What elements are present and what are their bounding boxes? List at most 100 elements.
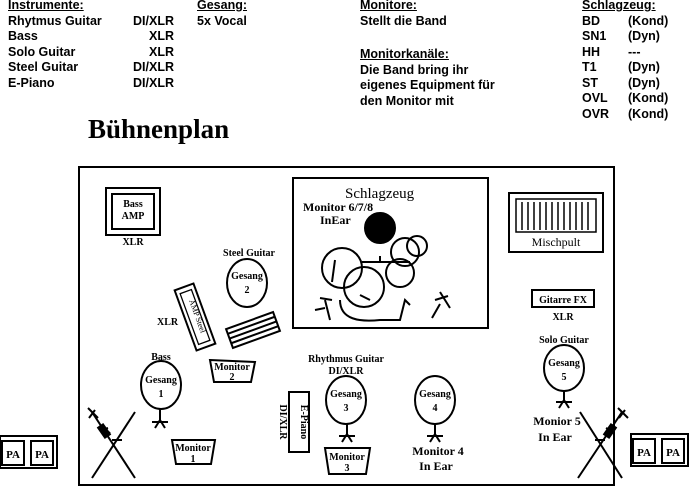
svg-text:3: 3 xyxy=(345,463,350,474)
gitarre-fx-label: Gitarre FX xyxy=(539,295,588,306)
schlagzeug-heading: Schlagzeug: xyxy=(582,0,656,12)
inst-value: XLR xyxy=(149,44,174,59)
monitor-3 xyxy=(323,447,372,475)
monitore-value: Stellt die Band xyxy=(360,13,447,28)
svg-text:2: 2 xyxy=(245,285,250,296)
svg-text:Gesang: Gesang xyxy=(330,389,362,400)
e-piano-label: E-Piano xyxy=(298,405,309,439)
inst-value: DI/XLR xyxy=(133,13,174,28)
bass-amp-label: AMP xyxy=(122,211,145,222)
page-title: Bühnenplan xyxy=(88,114,230,144)
drum-kit xyxy=(314,235,451,322)
svg-text:1: 1 xyxy=(191,454,196,465)
sz-value: (Dyn) xyxy=(628,60,660,74)
instrumente-heading: Instrumente: xyxy=(8,0,84,12)
svg-text:PA: PA xyxy=(35,449,49,461)
solo-label: Solo Guitar xyxy=(539,335,589,346)
drum-monitor-sub: InEar xyxy=(320,213,351,227)
monitorkanaele-line: eigenes Equipment für xyxy=(360,78,495,92)
monitor-5-sub: In Ear xyxy=(538,430,572,444)
sz-value: (Kond) xyxy=(628,91,669,105)
monitor-5-label: Monior 5 xyxy=(533,414,580,428)
svg-text:4: 4 xyxy=(433,403,438,414)
inst-name: Bass xyxy=(8,29,38,43)
gitarre-fx-conn: XLR xyxy=(552,312,574,323)
sz-row: T1 (Dyn) xyxy=(582,60,668,76)
mischpult xyxy=(508,192,604,253)
monitorkanaele-line: Die Band bring ihr xyxy=(360,62,469,77)
gitarre-fx xyxy=(531,289,595,308)
sz-value: --- xyxy=(628,44,641,59)
sz-value: (Dyn) xyxy=(628,29,660,43)
sz-row: BD (Kond) xyxy=(582,14,668,30)
right-mic-stands xyxy=(577,407,629,479)
inst-name: E-Piano xyxy=(8,75,55,90)
svg-text:5: 5 xyxy=(562,372,567,383)
inst-value: DI/XLR xyxy=(133,60,174,74)
svg-text:3: 3 xyxy=(344,403,349,414)
amp-steel: AMP Steel xyxy=(173,282,217,352)
monitorkanaele-heading: Monitorkanäle: xyxy=(360,47,449,61)
svg-text:PA: PA xyxy=(637,447,651,459)
gesang-2-mic xyxy=(226,258,268,308)
svg-text:Gesang: Gesang xyxy=(145,375,177,386)
bass-amp xyxy=(105,187,161,236)
sz-name: BD xyxy=(582,13,601,28)
mischpult-faders xyxy=(515,198,597,233)
sz-value: (Dyn) xyxy=(628,75,660,90)
monitor-1 xyxy=(170,439,217,465)
sz-name: ST xyxy=(582,75,598,90)
svg-text:Monitor: Monitor xyxy=(329,452,365,463)
svg-text:Monitor: Monitor xyxy=(175,443,211,454)
svg-text:Gesang: Gesang xyxy=(231,271,263,282)
inst-name: Steel Guitar xyxy=(8,60,79,74)
sz-row: OVR (Kond) xyxy=(582,107,668,123)
svg-text:1: 1 xyxy=(159,389,164,400)
drum-label: Schlagzeug xyxy=(345,186,415,202)
gesang-3-mic xyxy=(325,375,367,425)
sz-name: HH xyxy=(582,44,601,59)
svg-text:Monitor: Monitor xyxy=(214,362,250,373)
sz-name: T1 xyxy=(582,60,597,74)
monitor-4-sub: In Ear xyxy=(419,459,453,473)
drum-riser xyxy=(292,177,489,329)
e-piano-conn: DI/XLR xyxy=(277,404,288,440)
monitore-block: Monitore: Stellt die Band xyxy=(360,0,447,29)
rhythm-label: Rhythmus Guitar xyxy=(308,354,384,365)
monitor-2 xyxy=(208,358,257,383)
monitor-4-label: Monitor 4 xyxy=(412,444,463,458)
svg-text:Gesang: Gesang xyxy=(548,358,580,369)
sz-row: OVL (Kond) xyxy=(582,91,668,107)
inst-name: Solo Guitar xyxy=(8,44,76,59)
sz-row: SN1(Dyn) xyxy=(582,29,668,45)
inst-value: XLR xyxy=(149,29,174,43)
monitorkanaele-line: den Monitor mit xyxy=(360,93,454,108)
bass-amp-label: Bass xyxy=(123,199,143,210)
sz-name: OVR xyxy=(582,106,610,121)
pa-right: PA PA xyxy=(630,433,689,467)
left-mic-stands xyxy=(87,407,136,479)
inst-name: Rhytmus Guitar xyxy=(8,13,102,28)
stage-border xyxy=(78,166,615,486)
inst-row: Bass XLR xyxy=(8,29,174,45)
svg-text:Gesang: Gesang xyxy=(419,389,451,400)
sz-value: (Kond) xyxy=(628,13,669,28)
inst-row: Solo Guitar XLR xyxy=(8,45,174,61)
gesang-4-mic xyxy=(414,375,456,425)
gesang-value: 5x Vocal xyxy=(197,13,247,28)
schlagzeug-block: Schlagzeug: BD(Kond)SN1(Dyn)HH---T1(Dyn)… xyxy=(582,0,668,122)
svg-text:PA: PA xyxy=(666,447,680,459)
sz-row: HH --- xyxy=(582,45,668,61)
svg-text:PA: PA xyxy=(6,449,20,461)
steel-guitar-label: Steel Guitar xyxy=(223,248,275,259)
sz-value: (Kond) xyxy=(628,106,669,121)
drum-monitor-label: Monitor 6/7/8 xyxy=(303,200,373,214)
sz-row: ST (Dyn) xyxy=(582,76,668,92)
sz-name: OVL xyxy=(582,91,608,105)
monitorkanaele-block: Monitorkanäle: Die Band bring ihr eigene… xyxy=(360,47,495,109)
inst-row: Rhytmus Guitar DI/XLR xyxy=(8,14,174,30)
inst-row: Steel Guitar DI/XLR xyxy=(8,60,174,76)
steel-conn: XLR xyxy=(157,317,179,328)
